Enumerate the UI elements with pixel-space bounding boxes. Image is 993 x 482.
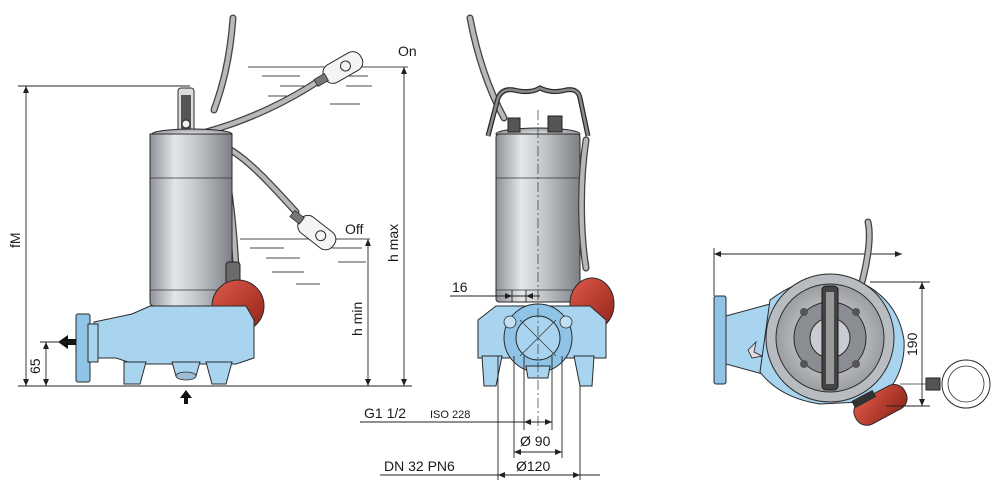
label-fm: fM <box>7 232 23 248</box>
label-dia-90: Ø 90 <box>520 433 551 449</box>
float-switch-on <box>313 51 364 88</box>
label-thread-std: ISO 228 <box>430 409 470 421</box>
label-flange: DN 32 PN6 <box>384 458 455 474</box>
pump-body <box>93 305 255 365</box>
label-65: 65 <box>27 358 43 374</box>
label-dia-120: Ø120 <box>516 458 550 474</box>
label-190: 190 <box>904 332 920 356</box>
motor-housing <box>149 133 233 307</box>
water-surface-lower <box>240 238 370 285</box>
label-off: Off <box>345 221 364 237</box>
label-h-min: h min <box>349 302 365 336</box>
front-view: 16 G1 1/2 ISO 228 Ø 90 DN 32 PN6 Ø120 <box>360 14 615 480</box>
side-view: On Off fM 65 h max h min <box>7 14 417 404</box>
label-h-max: h max <box>385 224 401 262</box>
inlet-arrow-icon <box>180 390 192 404</box>
label-on: On <box>398 43 417 59</box>
label-16: 16 <box>452 279 468 295</box>
top-view: 190 <box>713 218 991 426</box>
label-thread-main: G1 1/2 <box>364 405 406 421</box>
float-switch-off <box>289 209 337 251</box>
